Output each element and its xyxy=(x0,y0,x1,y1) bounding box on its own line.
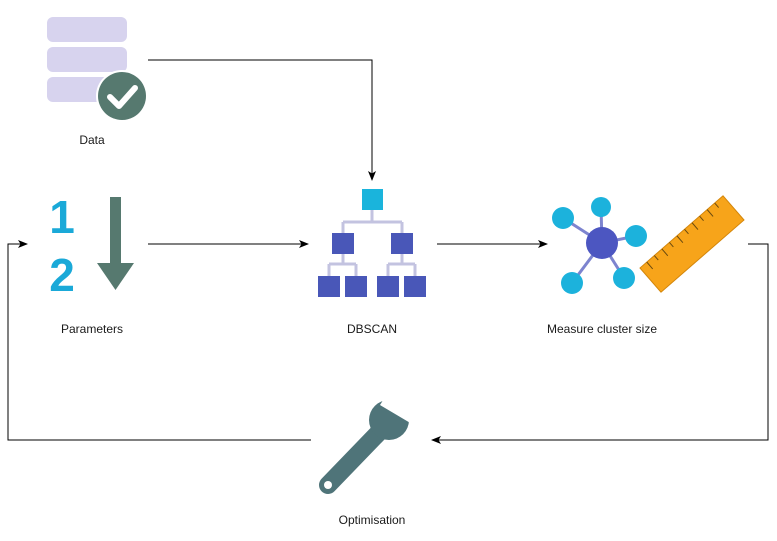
measure-cluster-size-label: Measure cluster size xyxy=(546,322,658,336)
optimisation-label: Optimisation xyxy=(338,513,406,527)
hierarchy-icon xyxy=(318,189,426,297)
edge-measure-to-optimisation xyxy=(431,243,769,444)
parameters-label: Parameters xyxy=(60,322,124,336)
digit-two: 2 xyxy=(49,249,75,301)
wrench-icon xyxy=(319,386,422,494)
numbered-order-arrow-icon: 1 2 xyxy=(49,191,134,301)
dbscan-label: DBSCAN xyxy=(346,322,398,336)
cluster-ruler-icon xyxy=(552,195,745,294)
edge-optimisation-to-parameters xyxy=(7,240,311,441)
edges xyxy=(7,59,769,444)
data-label: Data xyxy=(79,133,105,147)
digit-one: 1 xyxy=(49,191,75,243)
edge-data-to-dbscan xyxy=(148,59,376,181)
database-check-icon xyxy=(47,17,148,122)
